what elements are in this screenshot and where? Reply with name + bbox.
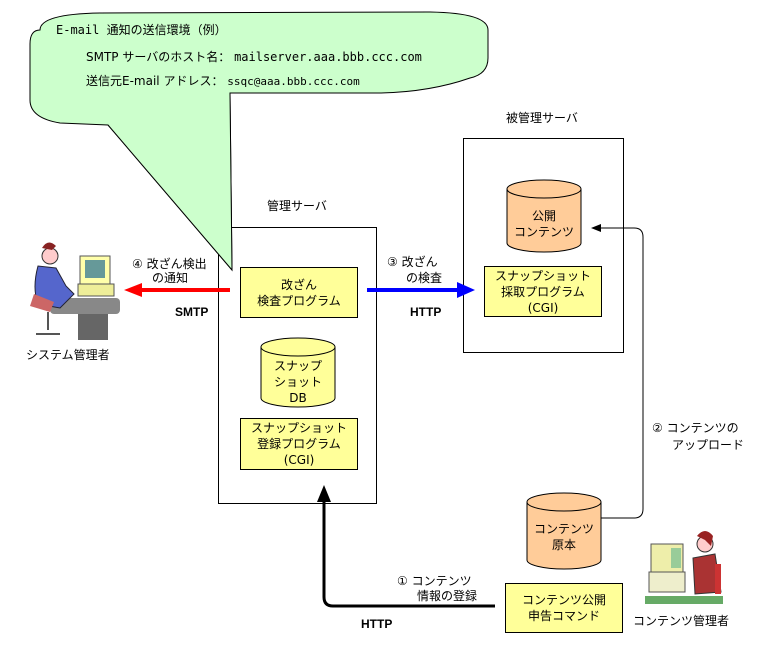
original-contents-cylinder [526,492,602,570]
original-contents-line2: 原本 [551,538,576,552]
snapshot-db-line3: DB [289,391,307,405]
callout-title: E-mail 通知の送信環境（例） [56,23,227,37]
snapshot-capture-program: スナップショット 採取プログラム (CGI) [484,266,602,317]
publish-command-line2: 申告コマンド [527,609,600,623]
step3-label-line1: ③ 改ざん [387,255,438,269]
snapshot-db-line2: ショット [273,375,322,389]
register-program-line3: (CGI) [283,453,315,467]
smtp-notify-arrow [124,283,230,297]
from-address-row: 送信元E-mail アドレス： ssqc@aaa.bbb.ccc.com [86,69,360,94]
publish-command-box: コンテンツ公開 申告コマンド [505,583,623,633]
snapshot-db-label: スナップ ショット DB [261,358,335,406]
capture-program-line1: スナップショット [494,268,591,283]
public-contents-line2: コンテンツ [513,225,574,239]
public-contents-label: 公開 コンテンツ [507,208,581,240]
publish-command-line1: コンテンツ公開 [521,593,606,607]
register-program-line1: スナップショット [250,421,347,435]
content-admin-figure [645,531,723,604]
snapshot-db-cylinder [260,337,336,408]
register-arrow [317,485,495,608]
capture-program-line2: 採取プログラム [501,284,585,299]
content-admin-label: コンテンツ管理者 [633,614,730,628]
tamper-check-program-line1: 改ざん [280,277,317,292]
admin-server-title: 管理サーバ [267,199,327,213]
public-contents-line1: 公開 [531,209,556,223]
managed-server-box [463,138,624,353]
public-contents-cylinder [506,179,582,253]
step3-protocol: HTTP [410,305,442,319]
step3-label-line2: の検査 [406,271,443,285]
snapshot-db-line1: スナップ [273,359,322,373]
step4-protocol: SMTP [175,305,209,319]
managed-server-title: 被管理サーバ [506,111,578,125]
step1-protocol: HTTP [361,617,393,631]
register-program-line2: 登録プログラム [257,437,341,451]
step4-label-line1: ④ 改ざん検出 [132,257,207,271]
snapshot-register-program: スナップショット 登録プログラム (CGI) [240,418,358,470]
system-admin-figure [30,242,120,340]
tamper-check-program-line2: 検査プログラム [257,293,341,308]
step1-label-line1: ① コンテンツ [397,574,472,588]
step2-label-line2: アップロード [672,438,745,452]
smtp-host-value: mailserver.aaa.bbb.ccc.com [234,50,422,64]
step4-label-line2: の通知 [152,271,189,285]
step2-label-line1: ② コンテンツの [652,421,739,435]
upload-arrow [591,224,644,519]
system-admin-label: システム管理者 [26,348,110,362]
http-check-arrow [367,282,475,298]
from-address-label: 送信元E-mail アドレス： [86,74,224,88]
from-address-value: ssqc@aaa.bbb.ccc.com [227,75,360,88]
capture-program-line3: (CGI) [527,300,559,315]
original-contents-label: コンテンツ 原本 [527,521,601,553]
callout-bubble [29,11,489,272]
original-contents-line1: コンテンツ [533,522,594,536]
step1-label-line2: 情報の登録 [417,589,478,603]
admin-server-box [218,227,377,504]
tamper-check-program: 改ざん 検査プログラム [240,267,358,318]
smtp-host-row: SMTP サーバのホスト名： mailserver.aaa.bbb.ccc.co… [86,45,422,70]
smtp-host-label: SMTP サーバのホスト名： [86,50,231,64]
